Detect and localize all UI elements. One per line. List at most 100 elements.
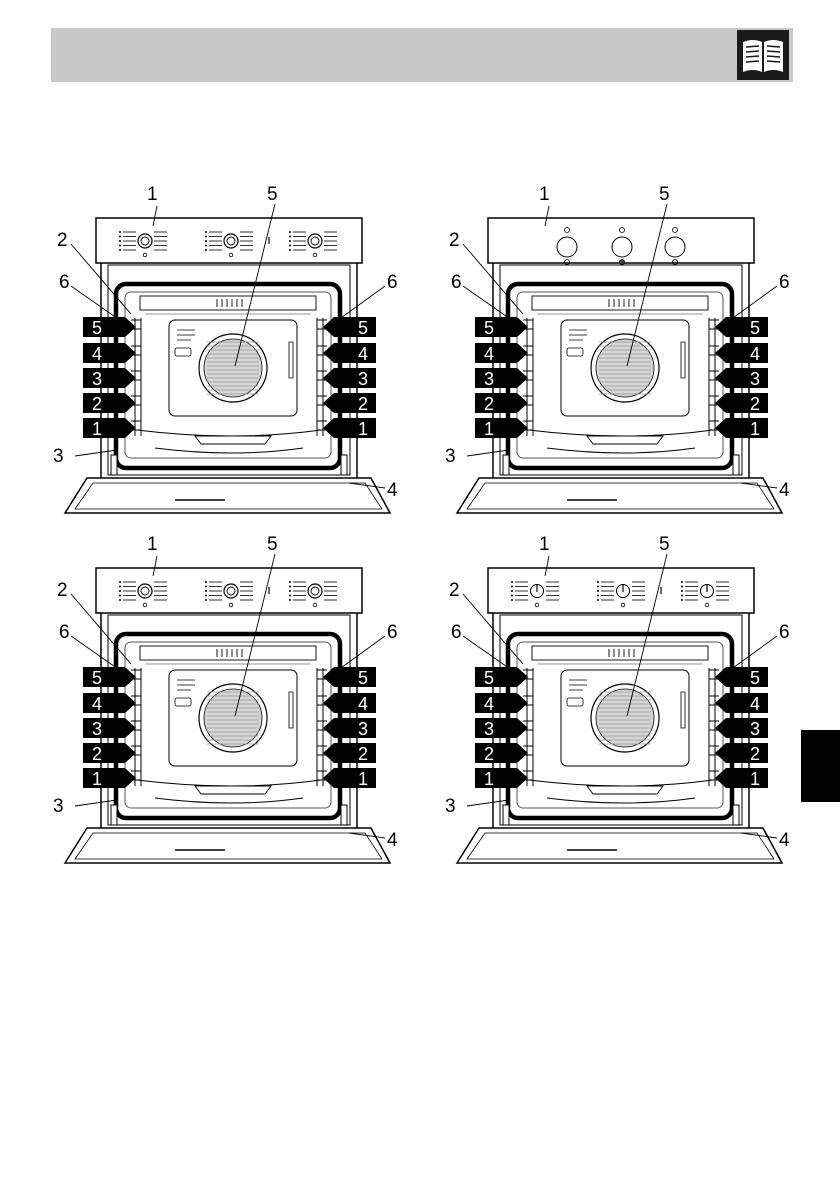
shelf-level-badge-right: 2 — [715, 393, 768, 414]
callout-number-upper-grille: 2 — [449, 580, 460, 601]
shelf-level-badge-left: 4 — [475, 693, 528, 714]
shelf-level-badge-left: 1 — [83, 768, 136, 789]
shelf-level-number: 4 — [750, 344, 760, 364]
upper-grille — [531, 645, 709, 665]
shelf-level-badge-right: 2 — [715, 743, 768, 764]
callout-number-door: 4 — [779, 480, 790, 501]
control-knob — [119, 581, 167, 608]
oven-door-open — [455, 827, 784, 864]
door-hinge — [110, 804, 118, 826]
callout-leader-control-panel — [544, 205, 550, 227]
callout-leader-rack-supports-r — [326, 635, 386, 679]
side-tab — [801, 730, 840, 802]
shelf-level-number: 1 — [750, 769, 760, 789]
callout-leader-rack-supports-l — [462, 285, 524, 329]
shelf-level-badge-right: 5 — [323, 317, 376, 338]
callout-number-control-panel: 1 — [147, 534, 158, 555]
callout-leader-upper-grille — [462, 593, 524, 665]
shelf-level-number: 3 — [358, 369, 368, 389]
callout-leader-control-panel — [152, 555, 158, 577]
door-hinge — [732, 804, 740, 826]
callout-leader-door — [740, 832, 778, 839]
shelf-level-number: 5 — [92, 318, 102, 338]
shelf-level-number: 1 — [358, 769, 368, 789]
fan-grille — [590, 683, 660, 753]
shelf-level-number: 3 — [484, 369, 494, 389]
shelf-level-number: 1 — [750, 419, 760, 439]
callout-number-rack-supports: 6 — [59, 272, 70, 293]
door-hinge — [110, 454, 118, 476]
callout-leader-door-seal — [74, 449, 118, 457]
callout-leader-rack-supports-r — [326, 285, 386, 329]
callout-number-upper-grille: 2 — [57, 230, 68, 251]
shelf-level-badge-right: 4 — [323, 693, 376, 714]
shelf-level-number: 2 — [484, 394, 494, 414]
shelf-level-badge-left: 2 — [475, 743, 528, 764]
callout-leader-door — [348, 482, 386, 489]
control-knob — [119, 231, 167, 258]
control-knob — [289, 231, 337, 258]
control-knob — [664, 227, 686, 265]
shelf-level-number: 5 — [750, 668, 760, 688]
callout-number-fan: 5 — [659, 184, 670, 205]
door-hinge — [340, 804, 348, 826]
callout-leader-control-panel — [152, 205, 158, 227]
shelf-level-number: 4 — [484, 694, 494, 714]
callout-number-door-seal: 3 — [53, 796, 64, 817]
shelf-level-badge-left: 1 — [475, 768, 528, 789]
callout-number-door-seal: 3 — [445, 446, 456, 467]
control-knob — [511, 581, 559, 608]
shelf-level-badge-right: 3 — [715, 368, 768, 389]
callout-leader-rack-supports-l — [70, 285, 132, 329]
shelf-level-badge-right: 3 — [323, 368, 376, 389]
callout-number-door-seal: 3 — [445, 796, 456, 817]
shelf-level-badge-right: 2 — [323, 393, 376, 414]
shelf-level-number: 2 — [358, 744, 368, 764]
callout-number-fan: 5 — [267, 534, 278, 555]
callout-number-door: 4 — [779, 830, 790, 851]
callout-number-control-panel: 1 — [539, 534, 550, 555]
shelf-level-number: 4 — [92, 344, 102, 364]
fan-grille — [198, 683, 268, 753]
callout-number-rack-supports: 6 — [779, 272, 790, 293]
shelf-level-badge-right: 4 — [715, 343, 768, 364]
door-hinge — [340, 454, 348, 476]
shelf-level-number: 5 — [484, 668, 494, 688]
shelf-level-number: 4 — [484, 344, 494, 364]
callout-number-upper-grille: 2 — [57, 580, 68, 601]
shelf-level-badge-left: 2 — [83, 393, 136, 414]
shelf-level-number: 2 — [750, 394, 760, 414]
callout-leader-rack-supports-r — [718, 635, 778, 679]
door-hinge — [502, 804, 510, 826]
callout-number-control-panel: 1 — [539, 184, 550, 205]
shelf-level-number: 2 — [484, 744, 494, 764]
door-hinge — [732, 454, 740, 476]
callout-leader-rack-supports-l — [462, 635, 524, 679]
shelf-level-number: 5 — [358, 318, 368, 338]
callout-leader-fan — [626, 203, 668, 367]
control-knob — [289, 581, 337, 608]
oven-door-open — [63, 827, 392, 864]
callout-leader-door — [740, 482, 778, 489]
callout-leader-fan — [234, 203, 276, 367]
shelf-level-number: 3 — [358, 719, 368, 739]
control-knob — [597, 581, 645, 608]
shelf-level-number: 4 — [750, 694, 760, 714]
shelf-level-number: 1 — [92, 419, 102, 439]
control-knob — [681, 581, 729, 608]
shelf-level-badge-right: 5 — [323, 667, 376, 688]
shelf-level-number: 4 — [358, 694, 368, 714]
shelf-level-number: 2 — [750, 744, 760, 764]
callout-leader-upper-grille — [70, 593, 132, 665]
fan-grille — [198, 333, 268, 403]
callout-leader-control-panel — [544, 555, 550, 577]
shelf-level-number: 5 — [750, 318, 760, 338]
shelf-level-badge-right: 4 — [715, 693, 768, 714]
shelf-level-number: 5 — [358, 668, 368, 688]
shelf-level-number: 1 — [92, 769, 102, 789]
shelf-level-badge-right: 5 — [715, 317, 768, 338]
